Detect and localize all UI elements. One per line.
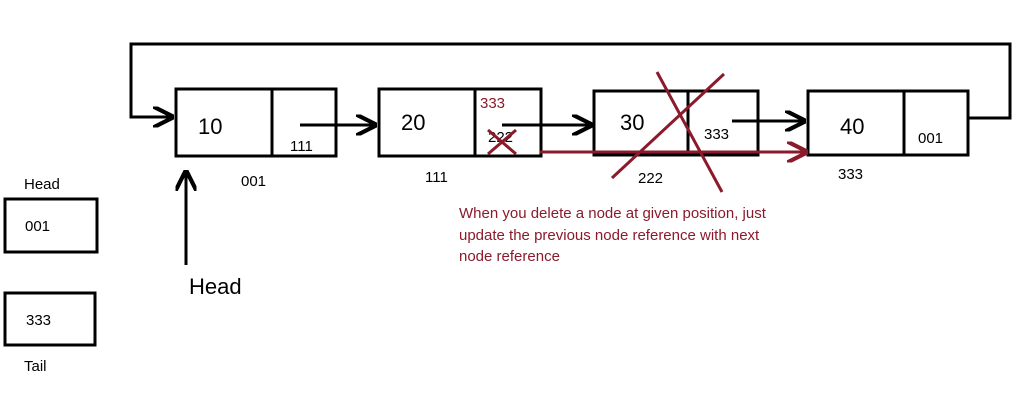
head-arrow-label: Head <box>189 274 242 299</box>
node-3-address: 222 <box>638 170 663 187</box>
node-2-old-pointer-cross <box>487 128 517 156</box>
node-1-value: 10 <box>198 114 222 139</box>
note-line-3: node reference <box>459 248 560 265</box>
head-label: Head <box>24 176 60 193</box>
tail-box: 333 <box>3 291 97 347</box>
node-2-address: 111 <box>425 169 448 186</box>
note-line-1: When you delete a node at given position… <box>459 205 767 222</box>
node-4-value: 40 <box>840 114 864 139</box>
explanation-note: When you delete a node at given position… <box>459 205 767 265</box>
deleted-node-cross <box>610 71 726 193</box>
node-2-new-next: 333 <box>480 95 505 112</box>
node-2: 20 333 222 111 <box>377 87 543 186</box>
head-box: 001 <box>3 197 99 254</box>
head-box-value: 001 <box>25 218 50 235</box>
node-1: 10 111 001 <box>174 87 338 190</box>
node-4-address: 333 <box>838 166 863 183</box>
node-2-old-next: 222 <box>488 129 513 146</box>
node-3-next: 333 <box>704 126 729 143</box>
tail-label: Tail <box>24 358 47 375</box>
node-1-next: 111 <box>290 138 313 155</box>
circular-link-arrow <box>129 42 1012 118</box>
tail-box-value: 333 <box>26 312 51 329</box>
note-line-2: update the previous node reference with … <box>459 227 760 244</box>
node-3: 30 333 222 <box>592 89 760 187</box>
node-2-value: 20 <box>401 110 425 135</box>
node-4: 40 001 333 <box>806 89 970 183</box>
node-4-next: 001 <box>918 130 943 147</box>
node-1-address: 001 <box>241 173 266 190</box>
node-3-value: 30 <box>620 110 644 135</box>
